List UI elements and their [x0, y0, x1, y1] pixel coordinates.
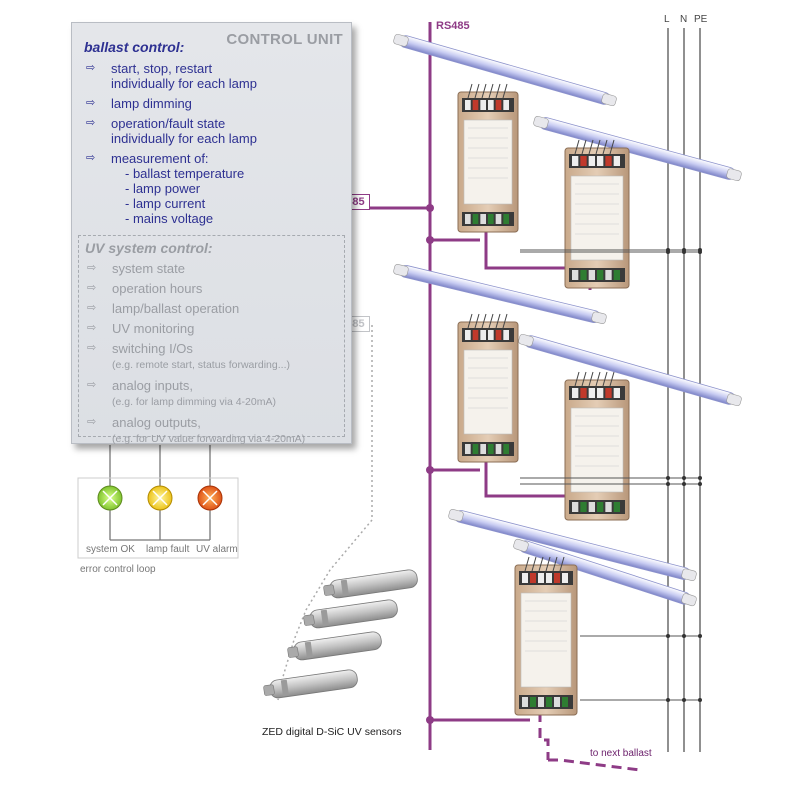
ballast-unit	[514, 556, 578, 716]
rs485-junctions	[426, 204, 434, 724]
uv-lamp-group	[393, 33, 742, 607]
mains-connections	[520, 248, 702, 702]
ballast-group	[457, 83, 630, 716]
control-unit-title: CONTROL UNIT	[226, 31, 343, 48]
uv-lamp-tube	[513, 538, 697, 607]
mains-label-l: L	[664, 14, 670, 25]
arrow-right-icon: ⇨	[87, 342, 97, 354]
list-item: ⇨analog outputs,(e.g. for UV value forwa…	[87, 415, 306, 445]
arrow-right-icon: ⇨	[87, 379, 97, 391]
list-item: ⇨lamp/ballast operation	[87, 301, 240, 316]
uv-alarm-label: UV alarm	[196, 544, 238, 555]
arrow-right-icon: ⇨	[87, 416, 97, 428]
arrow-right-icon: ⇨	[87, 262, 97, 274]
mains-label-pe: PE	[694, 14, 708, 25]
ballast-unit	[457, 313, 519, 463]
uv-sensor	[263, 669, 358, 699]
uv-control-list: ⇨system state ⇨operation hours ⇨lamp/bal…	[85, 261, 305, 452]
uv-sensor-group	[263, 569, 418, 699]
rs485-bus	[352, 22, 641, 772]
ballast-unit	[564, 139, 630, 289]
ballast-unit	[564, 371, 630, 521]
ballast-unit	[457, 83, 519, 233]
uv-system-control-title: UV system control:	[85, 240, 213, 256]
uv-lamp-tube	[533, 115, 742, 182]
list-item: ⇨measurement of: - ballast temperature -…	[86, 151, 245, 226]
mains-label-n: N	[680, 14, 688, 25]
list-item: ⇨analog inputs,(e.g. for lamp dimming vi…	[87, 378, 276, 408]
uv-sensor	[287, 631, 382, 661]
list-item: ⇨switching I/Os(e.g. remote start, statu…	[87, 341, 290, 371]
list-item: ⇨lamp dimming	[86, 96, 192, 111]
control-unit-panel: CONTROL UNIT ballast control: ⇨start, st…	[71, 22, 352, 445]
list-item: ⇨system state	[87, 261, 185, 276]
uv-lamp-tube	[448, 509, 697, 581]
error-control-loop-label: error control loop	[80, 564, 156, 575]
ballast-control-title: ballast control:	[84, 39, 185, 55]
lamp-fault-label: lamp fault	[146, 544, 190, 555]
arrow-right-icon: ⇨	[87, 302, 97, 314]
indicator-lamps	[97, 485, 223, 511]
arrow-right-icon: ⇨	[86, 62, 96, 74]
system-ok-label: system OK	[86, 544, 135, 555]
list-item: ⇨UV monitoring	[87, 321, 195, 336]
arrow-right-icon: ⇨	[87, 322, 97, 334]
uv-system-control-box: UV system control: ⇨system state ⇨operat…	[78, 235, 345, 445]
arrow-right-icon: ⇨	[86, 117, 96, 129]
uv-sensor	[303, 599, 398, 629]
uv-lamp-tube	[393, 264, 607, 324]
uv-lamp-tube	[393, 33, 617, 107]
arrow-right-icon: ⇨	[86, 152, 96, 164]
uv-sensors-label: ZED digital D-SiC UV sensors	[262, 726, 402, 738]
uv-rs485-link	[277, 324, 373, 701]
rs485-bus-label: RS485	[436, 20, 470, 32]
uv-sensor	[323, 569, 418, 599]
arrow-right-icon: ⇨	[86, 97, 96, 109]
to-next-ballast-label: to next ballast	[590, 748, 652, 759]
arrow-right-icon: ⇨	[87, 282, 97, 294]
list-item: ⇨operation hours	[87, 281, 203, 296]
uv-lamp-tube	[518, 333, 742, 407]
